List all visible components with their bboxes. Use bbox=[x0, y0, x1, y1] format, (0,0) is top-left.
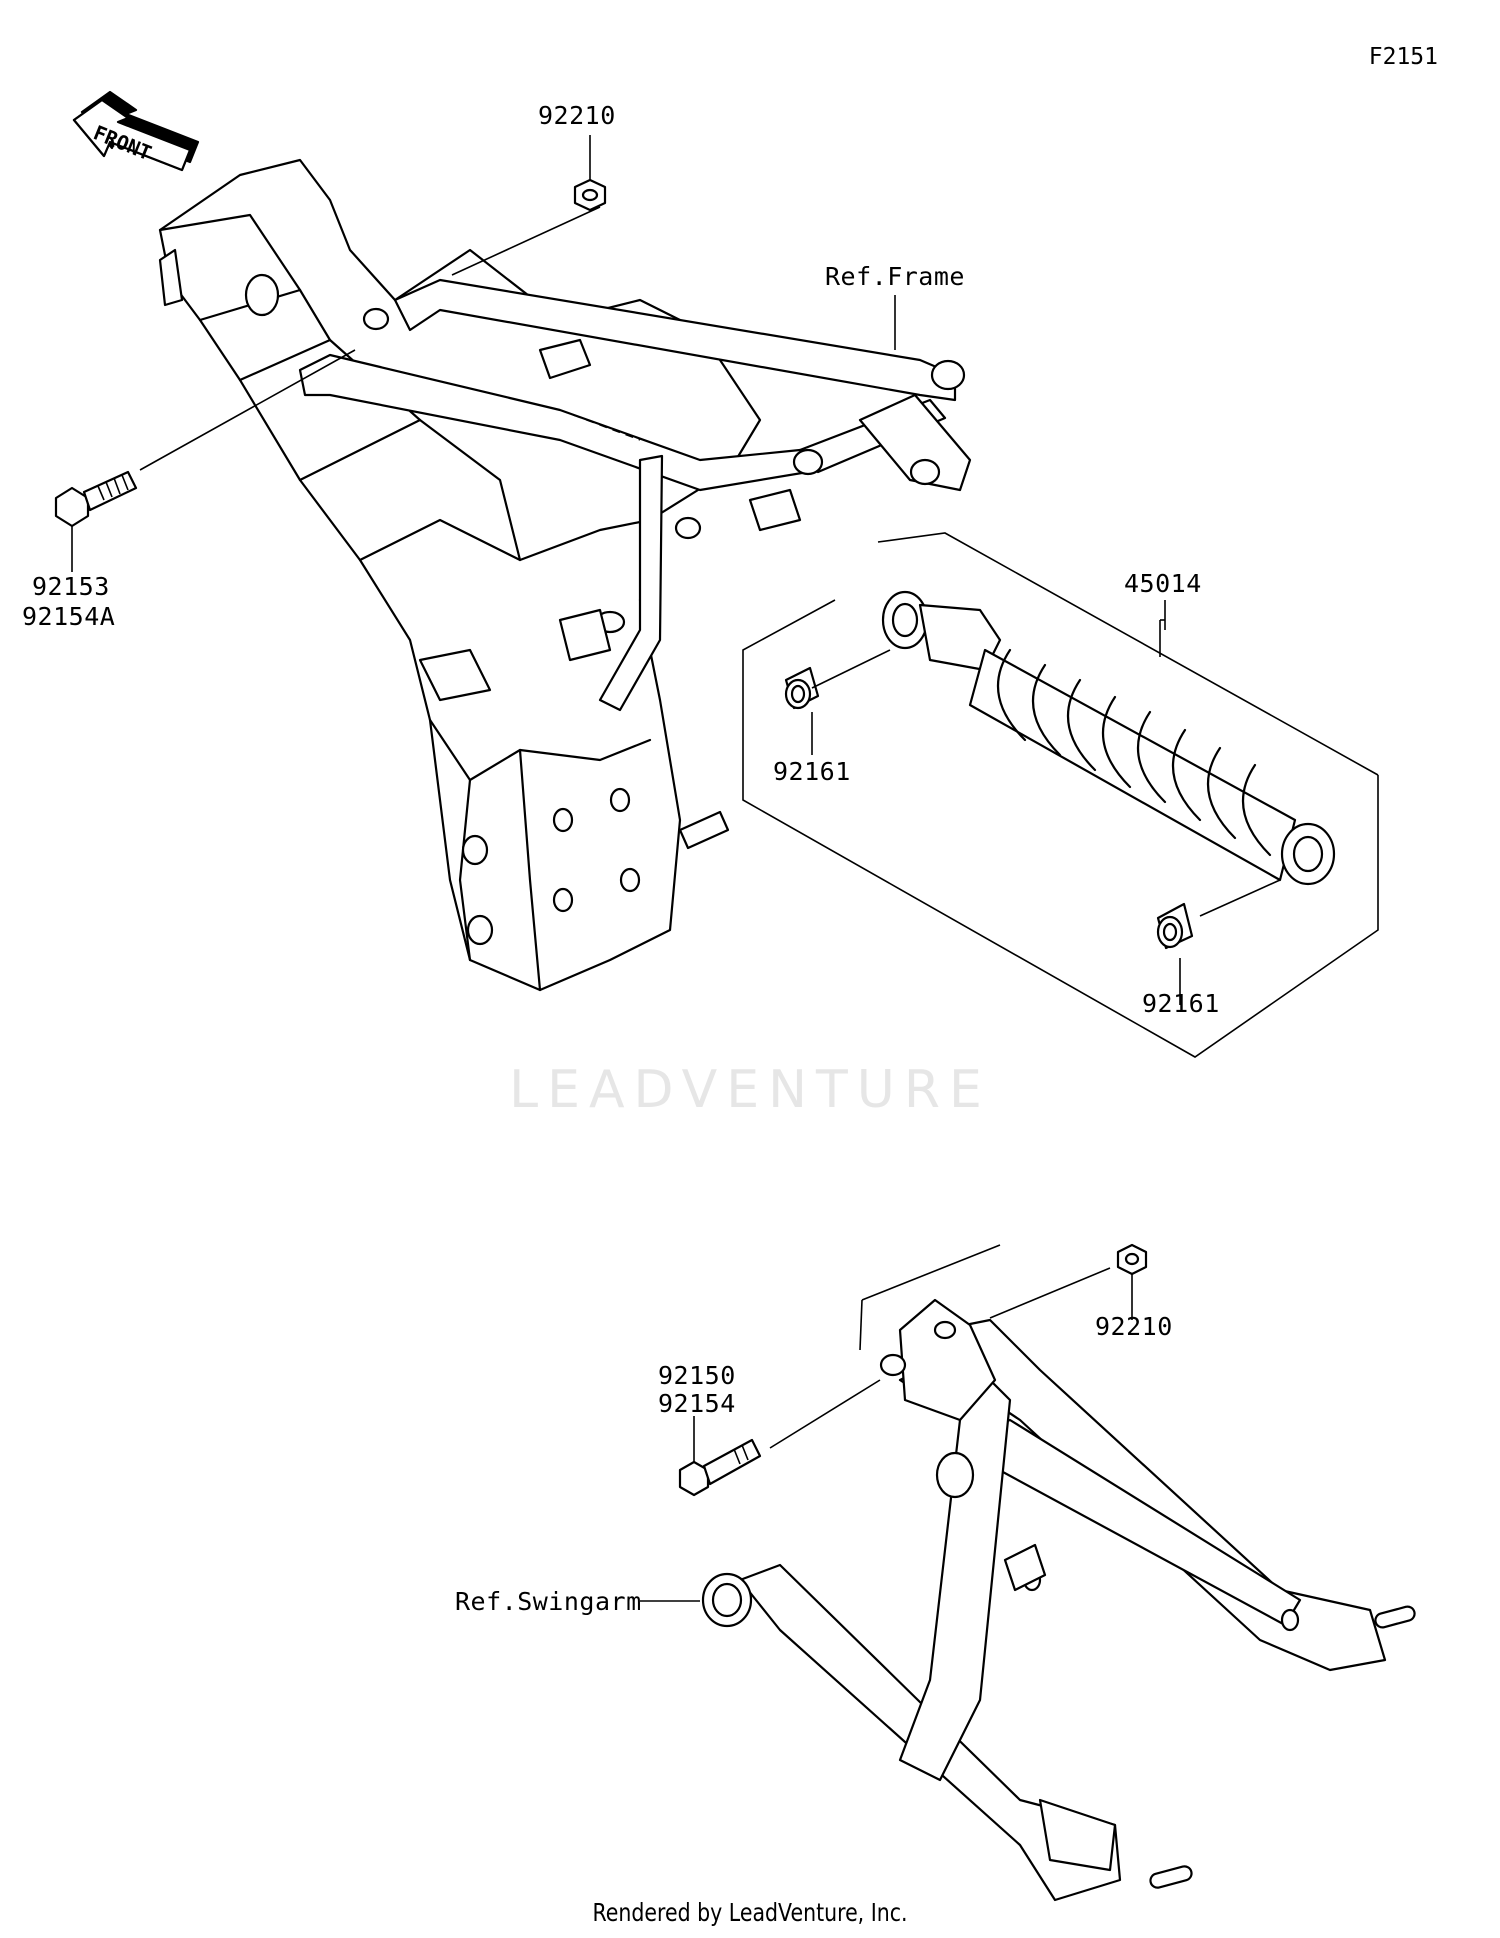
callout-92161-lower: 92161 bbox=[1142, 989, 1220, 1018]
callout-92153: 92153 bbox=[32, 572, 110, 601]
footer-credit: Rendered by LeadVenture, Inc. bbox=[592, 1898, 908, 1927]
callout-92210-lower: 92210 bbox=[1095, 1312, 1173, 1341]
callout-92154a: 92154A bbox=[22, 602, 116, 631]
callout-92210-top: 92210 bbox=[538, 101, 616, 130]
frame-illustration bbox=[158, 158, 972, 992]
swingarm-illustration bbox=[701, 1244, 1416, 1902]
bolt-92150-lower bbox=[678, 1379, 881, 1497]
callout-92150: 92150 bbox=[658, 1361, 736, 1390]
nut-92210-lower bbox=[989, 1243, 1148, 1320]
figure-id: F2151 bbox=[1368, 44, 1438, 70]
callout-ref-swingarm: Ref.Swingarm bbox=[455, 1587, 642, 1616]
callout-ref-frame: Ref.Frame bbox=[825, 262, 965, 291]
callout-92154: 92154 bbox=[658, 1389, 736, 1418]
nut-92210-top bbox=[451, 135, 607, 276]
shock-assembly-45014 bbox=[742, 532, 1379, 1058]
callout-45014: 45014 bbox=[1124, 569, 1202, 598]
callout-92161-upper: 92161 bbox=[773, 757, 851, 786]
bolt-92153-front bbox=[54, 349, 356, 572]
front-arrow-icon: FRONT bbox=[72, 90, 200, 172]
watermark: LEADVENTURE bbox=[509, 1060, 991, 1120]
